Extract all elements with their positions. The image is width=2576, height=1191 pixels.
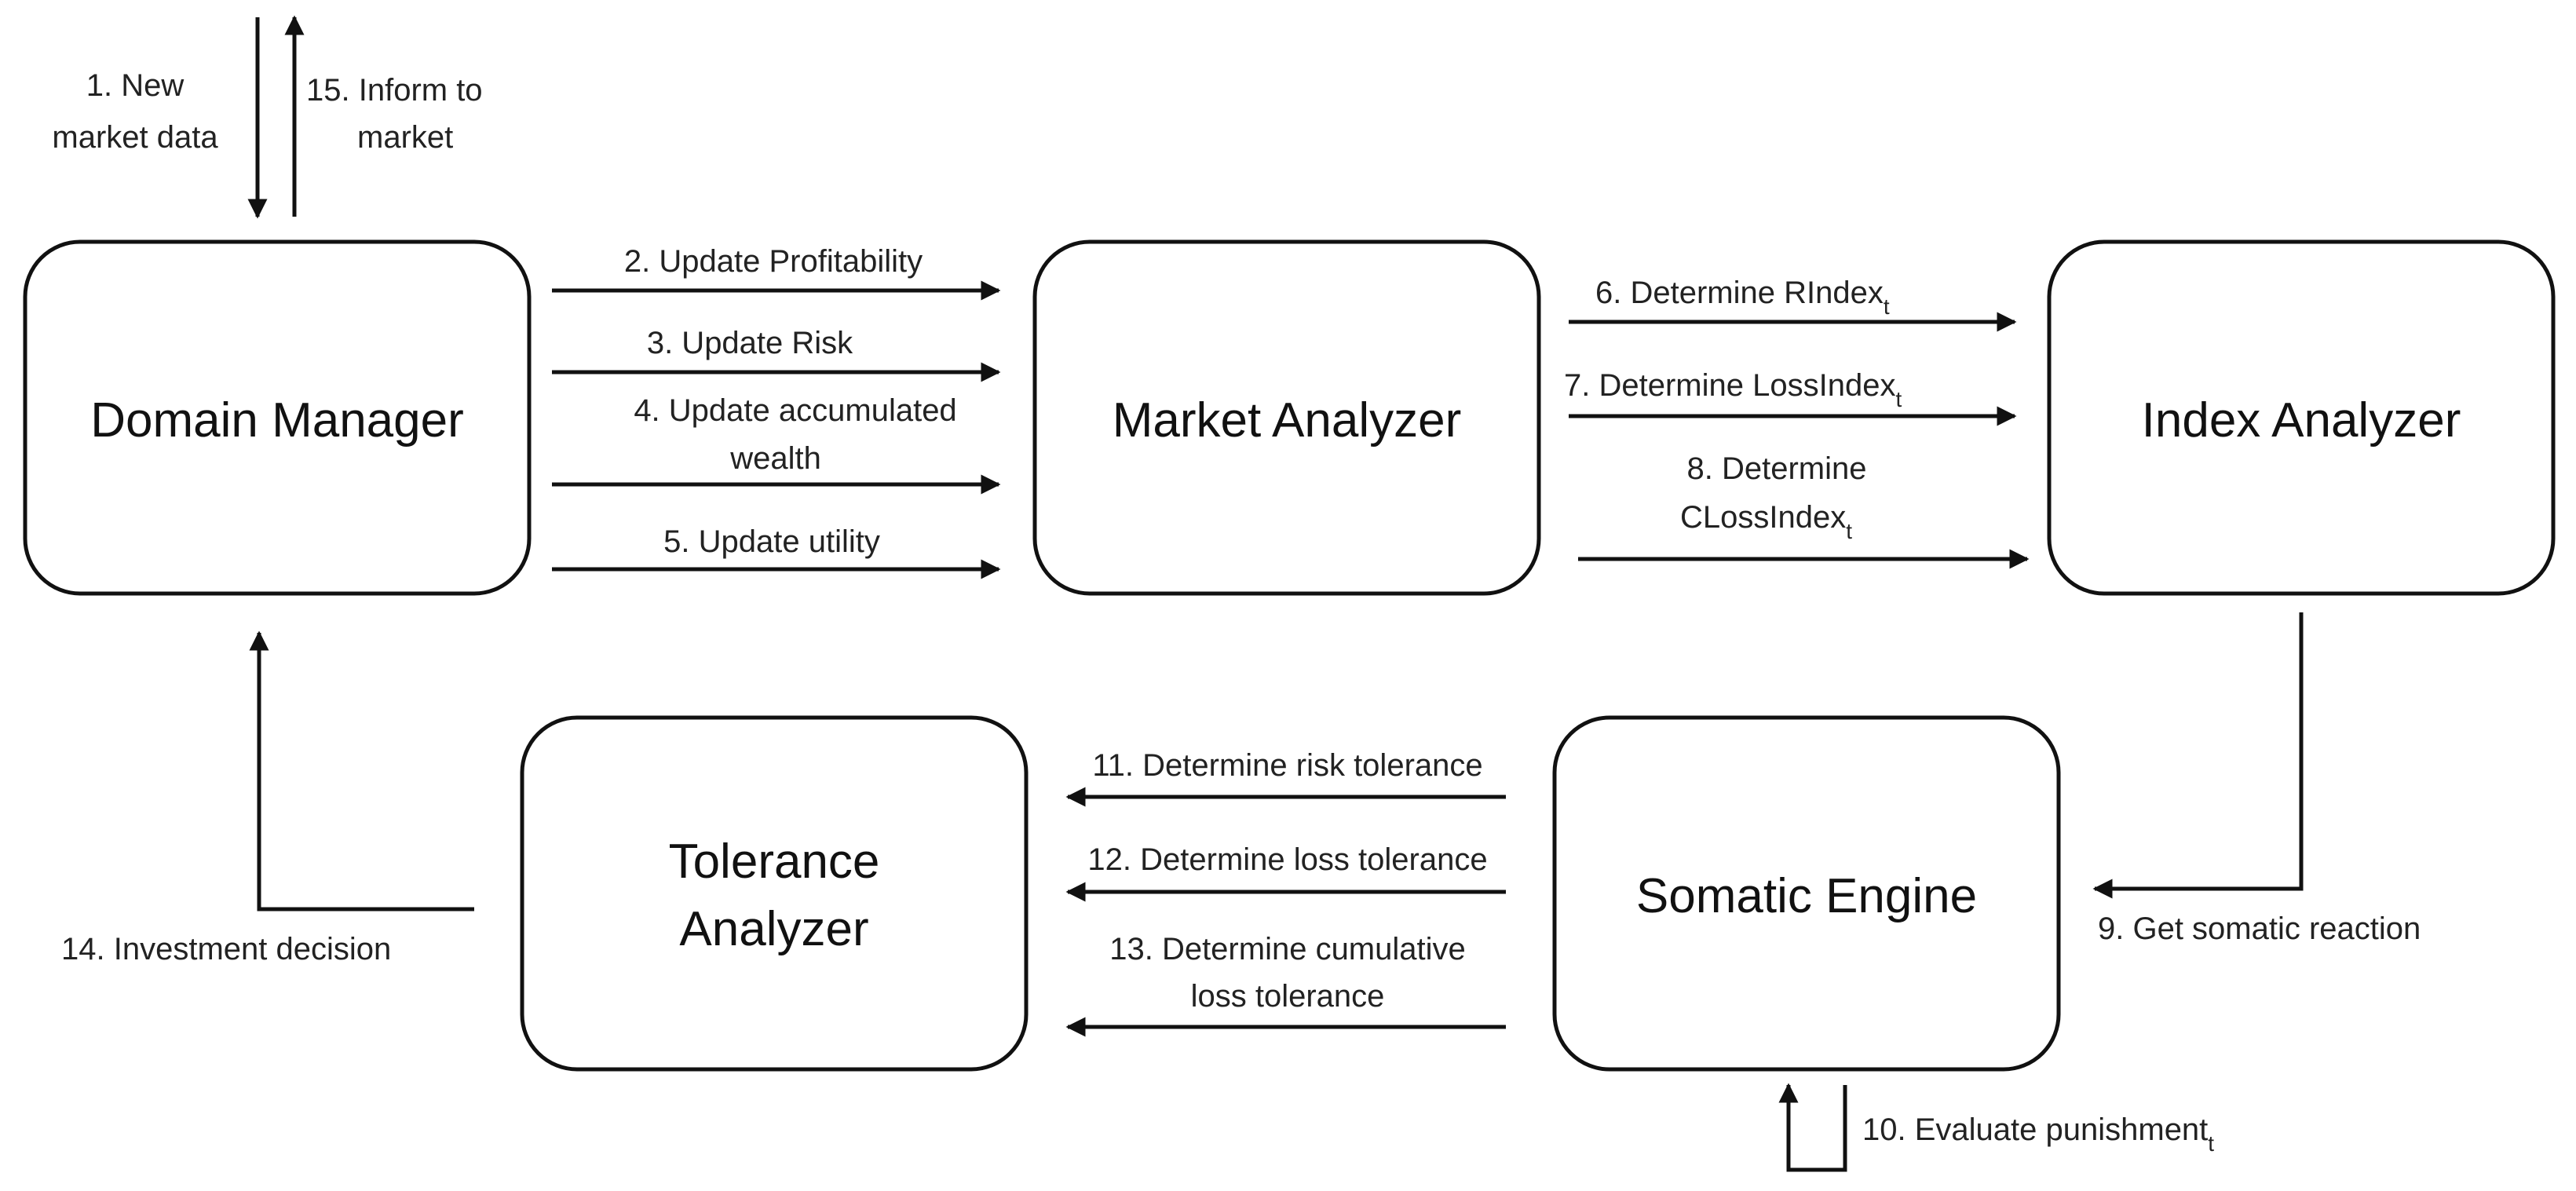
tolerance-analyzer-rect [520,715,1029,1072]
index-analyzer-label: Index Analyzer [2142,393,2461,448]
tolerance-analyzer-box: Tolerance Analyzer [520,715,1029,1072]
label-step-4-line2: wealth [729,441,821,476]
label-step-14: 14. Investment decision [61,932,391,966]
label-step-2: 2. Update Profitability [624,244,923,279]
label-step-10-subscript: t [2208,1131,2214,1156]
label-step-1-line2: market data [52,120,218,155]
tolerance-analyzer-label-line1: Tolerance [669,835,880,889]
label-step-4-line1: 4. Update accumulated [634,393,956,428]
somatic-engine-label: Somatic Engine [1636,869,1977,923]
somatic-engine-rect [1552,715,2061,1072]
arrow-step-14 [249,630,474,912]
label-step-6-subscript: t [1884,294,1890,319]
index-analyzer-rect [2047,239,2556,596]
market-analyzer-rect [1032,239,1541,596]
arrow-step-9 [2092,612,2304,899]
label-step-3: 3. Update Risk [647,326,853,360]
label-step-15-line2: market [357,120,453,155]
label-step-10-text: 10. Evaluate punishment [1862,1112,2208,1147]
label-step-1-line1: 1. New [86,68,185,103]
label-step-8-line2-text: CLossIndex [1680,500,1846,535]
label-step-13-line2: loss tolerance [1191,979,1385,1014]
label-step-6: 6. Determine RIndext [1595,276,1890,319]
label-step-8-subscript: t [1846,519,1852,543]
label-step-11: 11. Determine risk tolerance [1092,748,1482,783]
label-step-8-line2: CLossIndext [1680,500,1852,543]
label-step-8-line1: 8. Determine [1687,451,1867,486]
label-step-10: 10. Evaluate punishmentt [1862,1112,2214,1156]
domain-manager-label: Domain Manager [90,393,464,448]
label-step-7-text: 7. Determine LossIndex [1564,368,1895,403]
label-step-9: 9. Get somatic reaction [2098,912,2421,946]
index-analyzer-box: Index Analyzer [2047,239,2556,596]
market-analyzer-label: Market Analyzer [1113,393,1462,448]
label-step-12: 12. Determine loss tolerance [1087,842,1487,877]
arrow-step-10 [1778,1083,1847,1172]
label-step-5: 5. Update utility [663,524,880,559]
label-step-13-line1: 13. Determine cumulative [1109,932,1466,966]
label-step-6-text: 6. Determine RIndex [1595,276,1884,310]
market-analyzer-box: Market Analyzer [1032,239,1541,596]
domain-manager-rect [23,239,532,596]
somatic-engine-box: Somatic Engine [1552,715,2061,1072]
domain-manager-box: Domain Manager [23,239,532,596]
label-step-7-subscript: t [1895,387,1902,411]
label-step-7: 7. Determine LossIndext [1564,368,1902,411]
label-step-15-line1: 15. Inform to [306,73,483,108]
tolerance-analyzer-label-line2: Analyzer [679,902,868,956]
